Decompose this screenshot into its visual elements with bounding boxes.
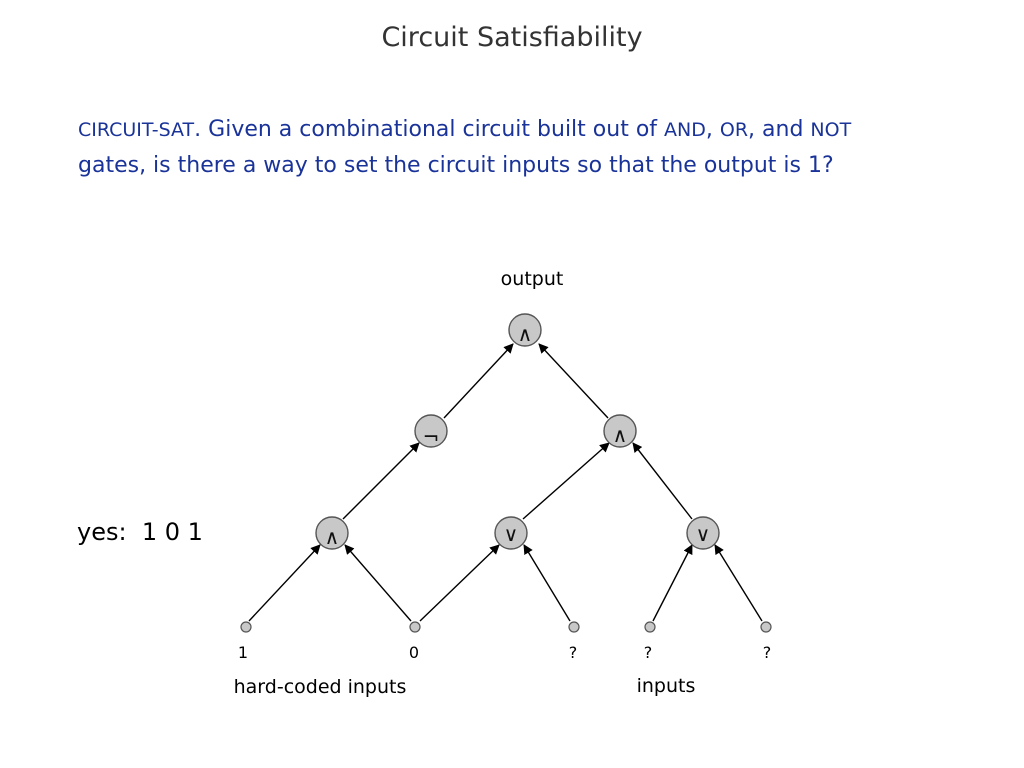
or-keyword: OR: [719, 119, 749, 141]
satisfying-assignment: yes: 1 0 1: [77, 518, 203, 546]
wire-in5-to-or-right: [714, 544, 763, 622]
gate-root: ∧: [508, 313, 542, 347]
input-value: 0: [409, 643, 419, 662]
input-nodes: [240, 621, 772, 633]
gate-or-right: ∨: [686, 516, 720, 550]
or-symbol: ∨: [504, 522, 519, 546]
wire-in3-to-or-mid: [523, 544, 571, 622]
problem-text-3: gates, is there a way to set the circuit…: [78, 153, 834, 178]
input-value: ?: [569, 643, 578, 662]
not-symbol: ¬: [423, 425, 440, 449]
input-value: ?: [644, 643, 653, 662]
and-symbol: ∧: [325, 525, 340, 549]
input-node: [644, 621, 656, 633]
gate-not: ¬: [414, 414, 448, 449]
wires: [248, 343, 763, 622]
wire-in2-to-and-left: [344, 544, 412, 622]
gate-or-mid: ∨: [494, 516, 528, 550]
wire-and-mid-to-root: [538, 343, 609, 419]
problem-statement: CIRCUIT-SAT. Given a combinational circu…: [78, 112, 978, 184]
input-node: [240, 621, 252, 633]
gate-and-left: ∧: [315, 516, 349, 550]
wire-in1-to-and-left: [248, 544, 321, 622]
page-title: Circuit Satisfiability: [381, 22, 643, 53]
input-node: [568, 621, 580, 633]
input-node: [409, 621, 421, 633]
wire-or-mid-to-and-mid: [522, 442, 610, 520]
input-node: [760, 621, 772, 633]
input-value: ?: [763, 643, 772, 662]
wire-not-to-root: [443, 343, 514, 419]
gate-and-mid: ∧: [603, 414, 637, 448]
problem-text-1: . Given a combinational circuit built ou…: [194, 117, 665, 142]
not-keyword: NOT: [810, 119, 852, 141]
and-symbol: ∧: [518, 322, 533, 346]
inputs-label: inputs: [637, 675, 696, 697]
problem-text-2: , and: [748, 117, 811, 142]
hard-coded-inputs-label: hard-coded inputs: [234, 676, 407, 698]
wire-or-right-to-and-mid: [632, 442, 693, 520]
problem-name: CIRCUIT-SAT: [78, 119, 195, 141]
wire-and-left-to-not: [342, 442, 420, 520]
input-value: 1: [238, 643, 248, 662]
or-symbol: ∨: [696, 522, 711, 546]
wire-in4-to-or-right: [652, 544, 693, 622]
wire-in2-to-or-mid: [419, 544, 500, 622]
and-symbol: ∧: [613, 423, 628, 447]
output-label: output: [501, 268, 564, 290]
comma: ,: [705, 117, 720, 142]
and-keyword: AND: [664, 119, 706, 141]
